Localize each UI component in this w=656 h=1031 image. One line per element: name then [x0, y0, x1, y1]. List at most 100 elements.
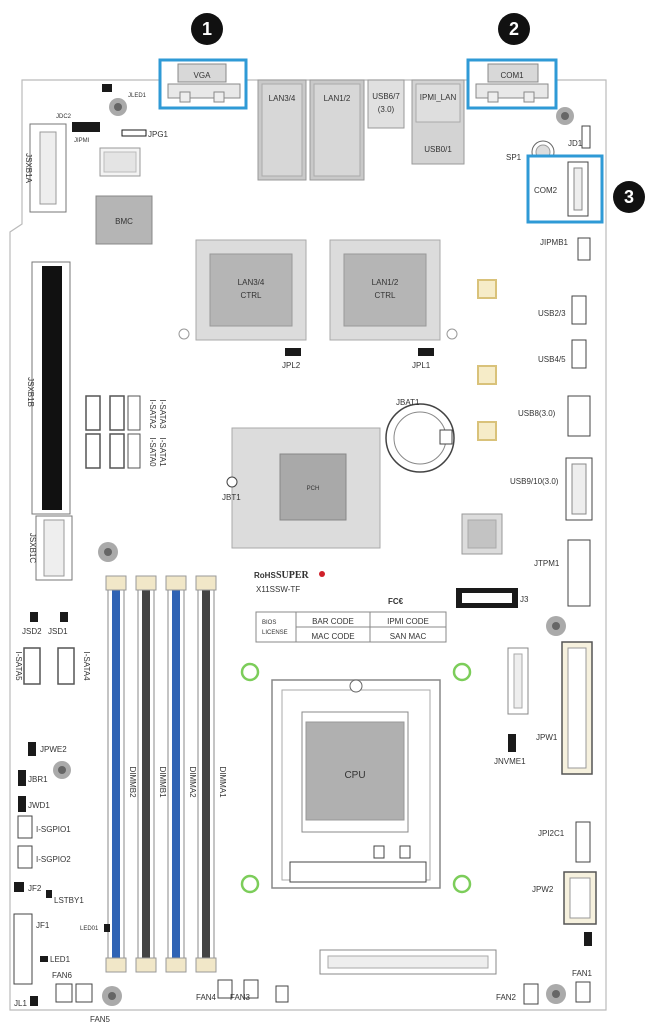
model-text: X11SSW-TF: [256, 585, 300, 594]
jipmb1-label: JIPMB1: [540, 238, 569, 247]
com1-port: COM1: [466, 58, 558, 110]
ipmi-lan-port: IPMI_LAN USB0/1: [411, 79, 465, 165]
jpl2-jumper: JPL2: [282, 348, 301, 370]
gold-pad-2: [477, 365, 497, 385]
jpw2-label: JPW2: [532, 885, 554, 894]
jpwe2-label: JPWE2: [40, 745, 67, 754]
led-small: LED01: [80, 924, 110, 932]
jf1-header: JF1: [13, 913, 50, 985]
dimm-a2-label: DIMMA2: [188, 766, 197, 798]
cpu-socket: CPU: [240, 662, 472, 894]
jsd2-label: JSD2: [22, 627, 42, 636]
isgpio1-header: I-SGPIO1: [17, 815, 71, 839]
isgpio2-label: I-SGPIO2: [36, 855, 71, 864]
fan1-header: FAN1: [572, 969, 593, 1003]
jpl2-label: JPL2: [282, 361, 301, 370]
jl1-label: JL1: [14, 999, 27, 1008]
com1-label: COM1: [500, 71, 524, 80]
isata4-connector: I-SATA4: [57, 647, 91, 685]
lan34-ctrl-chip: LAN3/4 CTRL: [195, 239, 307, 341]
jbt1-jumper: JBT1: [222, 476, 241, 502]
j3-label: J3: [520, 595, 529, 604]
fan5-header: FAN5: [75, 983, 111, 1024]
jpl1-label: JPL1: [412, 361, 431, 370]
small-box-under-jpg1: [99, 147, 141, 177]
lan12-ctrl-line2: CTRL: [375, 291, 396, 300]
sp1-label: SP1: [506, 153, 522, 162]
vga-label: VGA: [194, 71, 212, 80]
m2-slot-vertical: [507, 647, 529, 715]
small-screw-left-lan: [178, 328, 190, 340]
isata2-label: I-SATA2: [148, 399, 157, 429]
jwd1-label: JWD1: [28, 801, 50, 810]
jsxb1a-label: JSXB1A: [24, 153, 33, 183]
jd1-label: JD1: [568, 139, 583, 148]
fan6-label: FAN6: [52, 971, 73, 980]
lan12-ctrl-chip: LAN1/2 CTRL: [329, 239, 441, 341]
rohs-text: RoHS: [254, 571, 276, 580]
usb67-label: USB6/7: [372, 92, 400, 101]
dimm-b1: DIMMB1: [135, 575, 167, 973]
jpi2c1-label: JPI2C1: [538, 829, 565, 838]
jsd1-header: JSD1: [48, 612, 68, 636]
license-text: LICENSE: [262, 630, 288, 636]
small-header-right-lower: [584, 932, 592, 946]
lan34-ctrl-line1: LAN3/4: [238, 278, 265, 287]
callout-3: 3: [613, 181, 645, 213]
fan2-label: FAN2: [496, 993, 517, 1002]
callout-2-number: 2: [509, 19, 519, 39]
jdc2-label: JDC2: [56, 114, 72, 120]
jsxb1c-slot: JSXB1C: [28, 515, 73, 581]
sata-i2-i3: I-SATA2 I-SATA3: [85, 395, 167, 431]
small-screw-right-lan: [446, 328, 458, 340]
lan12-label: LAN1/2: [324, 94, 351, 103]
small-chip-right: [461, 513, 503, 555]
jnvme1-header: JNVME1: [494, 734, 526, 766]
fan3-header: FAN3: [230, 979, 259, 1002]
jled1-label: JLED1: [128, 93, 147, 99]
super-logo: SUPER: [276, 570, 310, 581]
dimm-b2: DIMMB2: [105, 575, 137, 973]
jsd2-header: JSD2: [22, 612, 42, 636]
jl1-header: JL1: [14, 996, 38, 1008]
usb910-header: USB9/10(3.0): [510, 457, 593, 521]
jf2-label: JF2: [28, 884, 42, 893]
usb45-header: USB4/5: [538, 339, 587, 369]
lan34-port: LAN3/4: [257, 79, 307, 181]
cpu-label: CPU: [344, 770, 365, 781]
jtpm1-header: JTPM1: [534, 539, 591, 607]
callout-1: 1: [191, 13, 223, 45]
led1-label: LED1: [50, 955, 71, 964]
isata5-label: I-SATA5: [14, 651, 23, 681]
pch-chip: PCH: [231, 427, 381, 549]
jumper-bottom-center: [275, 985, 289, 1003]
jsxb1c-label: JSXB1C: [28, 533, 37, 563]
dimm-b2-label: DIMMB2: [128, 766, 137, 798]
usb23-header: USB2/3: [538, 295, 587, 325]
jbat1-battery: JBAT1: [385, 398, 455, 473]
mount-hole-bottom-left: [102, 986, 122, 1006]
bios-text: BIOS: [262, 620, 276, 626]
dimm-a1-label: DIMMA1: [218, 766, 227, 798]
isgpio1-label: I-SGPIO1: [36, 825, 71, 834]
callout-2: 2: [498, 13, 530, 45]
usb8-header: USB8(3.0): [518, 395, 591, 437]
mount-hole-right-mid: [546, 616, 566, 636]
isata4-label: I-SATA4: [82, 651, 91, 681]
jsxb1b-label: JSXB1B: [26, 377, 35, 407]
usb23-label: USB2/3: [538, 309, 566, 318]
usb910-label: USB9/10(3.0): [510, 477, 559, 486]
fan3-label: FAN3: [230, 993, 251, 1002]
jpwe2-header: JPWE2: [28, 742, 67, 756]
usb8-label: USB8(3.0): [518, 409, 556, 418]
branding-block: RoHS SUPER X11SSW-TF FC€ BIOS LICENSE BA…: [254, 570, 447, 643]
lan12-port: LAN1/2: [309, 79, 365, 181]
jpw1-connector: JPW1: [536, 641, 593, 775]
jtpm1-label: JTPM1: [534, 559, 560, 568]
mount-hole-top-left: [109, 98, 127, 116]
bmc-label: BMC: [115, 217, 133, 226]
lan34-ctrl-line2: CTRL: [241, 291, 262, 300]
isata5-connector: I-SATA5: [14, 647, 41, 685]
ipmi-code-text: IPMI CODE: [387, 617, 429, 626]
